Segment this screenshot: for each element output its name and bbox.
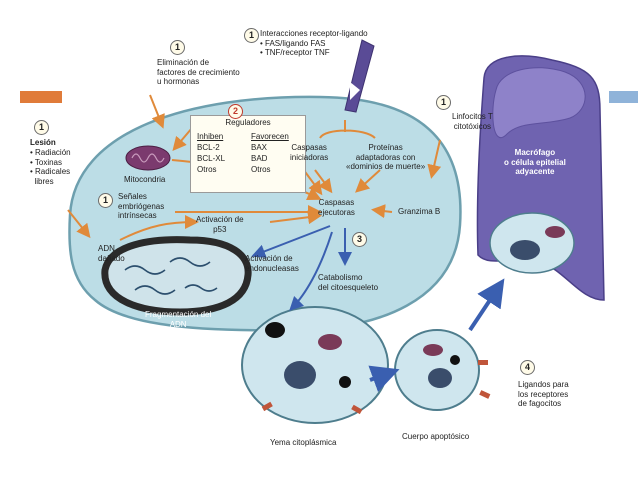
step-number-1: 1	[436, 95, 451, 110]
arrow-p53-to-exec	[269, 210, 322, 225]
lesion-items: • Radiación • Toxinas • Radicales libres	[30, 148, 71, 186]
step-number-4: 4	[520, 360, 535, 375]
regulators-box: Reguladores Inhiben BCL-2 BCL-XL Otros F…	[190, 115, 306, 193]
initiator-caspases-label: Caspasas iniciadoras	[290, 143, 329, 162]
cytoplasmic-bud-label: Yema citoplásmica	[270, 438, 337, 447]
executor-caspases-label: Caspasas ejecutoras	[318, 198, 355, 217]
macrophage-label: Macrófago o célula epitelial adyacente	[504, 148, 566, 176]
arrow-exec-to-endonuclease	[251, 225, 331, 258]
arrow-dna-to-p53	[119, 215, 199, 241]
step-number-2: 2	[228, 104, 243, 119]
favor-header: Favorecen	[251, 132, 289, 141]
arrow-body-to-macrophage	[468, 278, 505, 332]
inhibit-items: BCL-2 BCL-XL Otros	[197, 143, 226, 174]
arrow-receptor-split	[319, 120, 376, 139]
damaged-dna-label: ADN dañado	[98, 244, 125, 263]
arrow-reg-to-mito	[172, 127, 193, 152]
cytoskeleton-catabolism-label: Catabolismo del citoesqueleto	[318, 273, 379, 292]
step-number-1: 1	[34, 120, 49, 135]
arrow-granzyme-to-exec	[371, 204, 393, 219]
slide-accent-bar-left	[20, 91, 62, 103]
nucleus-dna-shape	[101, 236, 252, 316]
arrow-initiator-to-exec	[314, 169, 333, 194]
slide-accent-bar-right	[609, 91, 638, 103]
ligands-receptors-label: Ligandos para los receptores de fagocito…	[518, 380, 569, 408]
t-lymphocytes-label: Linfocitos T citotóxicos	[452, 112, 493, 131]
favor-items: BAX BAD Otros	[251, 143, 271, 174]
arrow-lymph-to-exec	[427, 139, 442, 179]
embryonic-signals-label: Señales embriógenas intrínsecas	[118, 192, 165, 220]
step-number-3: 3	[352, 232, 367, 247]
arrow-adapter-to-exec	[355, 169, 381, 193]
arrow-exec-to-bud	[289, 231, 333, 311]
step-number-1: 1	[244, 28, 259, 43]
inhibit-column: Inhiben BCL-2 BCL-XL Otros	[197, 131, 225, 175]
arrow-growth-to-mito	[149, 94, 165, 129]
endonuclease-activation-label: Activación de endonucleasas	[245, 254, 299, 273]
receptor-inner-arrow	[350, 82, 360, 100]
adapter-proteins-label: Proteínas adaptadoras con «dominios de m…	[346, 143, 426, 171]
step-number-1: 1	[170, 40, 185, 55]
inhibit-header: Inhiben	[197, 132, 224, 141]
mitochondria-label: Mitocondria	[124, 175, 166, 184]
apoptotic-body-label: Cuerpo apoptósico	[402, 432, 470, 441]
granzyme-label: Granzima B	[398, 207, 441, 216]
arrow-lesion-to-dna	[67, 209, 91, 239]
macrophage-nucleus	[492, 67, 586, 139]
receptor-ligand-label: Interacciones receptor-ligando • FAS/lig…	[260, 29, 368, 57]
p53-activation-label: Activación de p53	[196, 215, 244, 234]
step-number-1: 1	[98, 193, 113, 208]
regulators-title: Reguladores	[225, 118, 271, 127]
dna-fragmentation-label: Fragmentación del ADN	[145, 310, 212, 329]
arrow-bud-to-body	[368, 365, 400, 392]
lesion-title: Lesión	[30, 138, 56, 147]
favor-column: Favorecen BAX BAD Otros	[251, 131, 289, 175]
growth-factors-label: Eliminación de factores de crecimiento u…	[157, 58, 240, 86]
